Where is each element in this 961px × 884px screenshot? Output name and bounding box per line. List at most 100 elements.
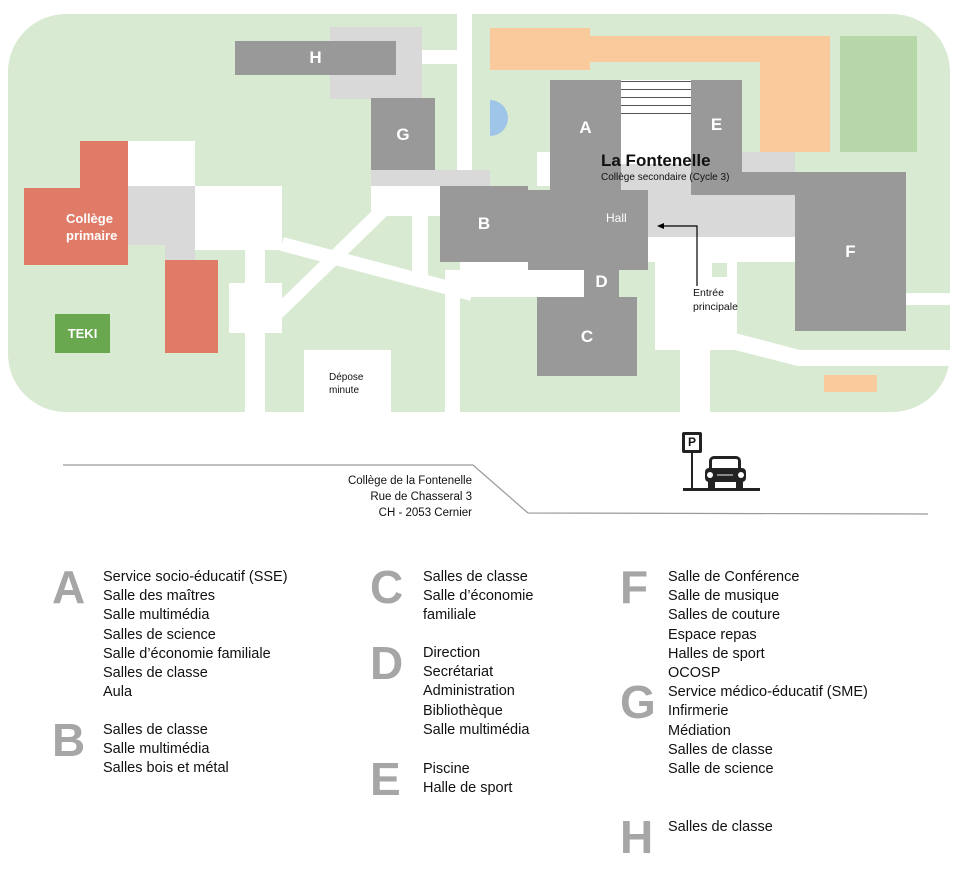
courtyard xyxy=(128,141,195,186)
plaza xyxy=(229,283,282,333)
building-b[interactable]: B xyxy=(440,186,528,262)
legend-letter: D xyxy=(370,637,404,689)
legend-item: Salle des maîtres xyxy=(103,588,216,605)
legend-letter: C xyxy=(370,561,404,613)
path xyxy=(265,202,390,326)
legend-letter: B xyxy=(52,714,86,766)
legend-item: Espace repas xyxy=(668,626,757,643)
sport-area xyxy=(824,375,877,392)
legend-items: Service socio-éducatif (SSE) Salle des ma… xyxy=(103,568,288,702)
legend-item: Salles de classe xyxy=(423,569,528,585)
legend-letter: A xyxy=(52,561,86,613)
legend-item: Halle de sport xyxy=(423,780,513,797)
school-subtitle: Collège secondaire (Cycle 3) xyxy=(601,172,730,183)
sport-field xyxy=(760,36,830,152)
legend-letter: G xyxy=(620,676,656,728)
legend-item: Aula xyxy=(103,684,133,701)
path xyxy=(280,237,474,301)
hall-label: Hall xyxy=(606,211,627,225)
legend-item: Salles de classe xyxy=(668,819,773,835)
road xyxy=(445,270,460,412)
drop-off-area: Dépose minute xyxy=(304,350,391,412)
connector xyxy=(691,172,795,195)
building-f[interactable]: F xyxy=(795,172,906,331)
legend-item: Salle d’économie xyxy=(423,588,534,605)
legend-item: OCOSP xyxy=(668,665,721,681)
legend-item: Salles de classe xyxy=(103,722,208,738)
legend-item: Infirmerie xyxy=(668,703,729,720)
sport-field xyxy=(490,28,590,70)
legend-letter: H xyxy=(620,811,654,863)
legend-item: familiale xyxy=(423,607,477,624)
legend-item: Piscine xyxy=(423,761,470,777)
drop-off-label: Dépose xyxy=(329,372,364,383)
building-h[interactable]: H xyxy=(235,41,396,75)
road xyxy=(422,50,457,64)
building-c[interactable]: C xyxy=(537,297,637,376)
courtyard xyxy=(195,186,282,250)
covered-walkway xyxy=(165,245,195,260)
plaza xyxy=(371,186,441,216)
building-a[interactable]: A xyxy=(550,80,621,190)
covered-walkway xyxy=(128,186,195,245)
legend-items: OCOSP Service médico-éducatif (SME) Infirm… xyxy=(668,664,868,779)
legend-item: Salle multimédia xyxy=(423,721,530,738)
legend-item: Halles de sport xyxy=(668,645,765,662)
legend-item: Salles bois et métal xyxy=(103,760,229,777)
legend-items: Salles de classe xyxy=(668,818,773,837)
legend-item: Salle de musique xyxy=(668,588,780,605)
covered-walkway xyxy=(371,170,490,186)
path xyxy=(412,210,428,275)
legend-item: Salles de science xyxy=(103,626,216,643)
grass-patch xyxy=(712,263,727,277)
courtyard xyxy=(621,152,691,164)
legend-item: Administration xyxy=(423,683,515,700)
legend-item: Salles de couture xyxy=(668,607,781,624)
legend-item: Salles de classe xyxy=(668,741,773,758)
legend-item: Bibliothèque xyxy=(423,702,503,719)
building-g[interactable]: G xyxy=(371,98,435,171)
pool-icon xyxy=(490,100,508,136)
building-d[interactable]: D xyxy=(584,262,619,298)
path xyxy=(906,293,950,305)
connector xyxy=(528,217,550,262)
legend-item: Médiation xyxy=(668,722,731,739)
football-field xyxy=(840,36,917,152)
teki-building[interactable]: TEKI xyxy=(55,314,110,353)
road xyxy=(457,14,472,174)
road xyxy=(680,300,710,412)
legend-item: Salle d’économie familiale xyxy=(103,645,271,662)
street-line xyxy=(63,464,929,515)
legend-letter: E xyxy=(370,753,401,805)
diagonal-paths xyxy=(265,202,950,366)
building-e[interactable]: E xyxy=(691,80,742,172)
legend-item: Secrétariat xyxy=(423,664,494,681)
school-title: La Fontenelle xyxy=(601,151,711,170)
legend-item: Salle de science xyxy=(668,761,774,778)
path xyxy=(735,333,950,366)
legend-item: Salle multimédia xyxy=(103,741,210,758)
legend-item: Salles de classe xyxy=(103,665,208,682)
parking-sign: P xyxy=(685,435,699,450)
stairs xyxy=(621,80,691,160)
drop-off-label: minute xyxy=(329,385,360,396)
legend-item: Service socio-éducatif (SSE) xyxy=(103,569,288,585)
legend-letter: F xyxy=(620,561,649,613)
primary-school-wing xyxy=(80,141,128,191)
path xyxy=(537,152,550,186)
primary-school-annex xyxy=(165,260,218,353)
entrance-arrow-icon xyxy=(657,223,698,286)
legend-item: Direction xyxy=(423,645,481,661)
legend-item: Service médico-éducatif (SME) xyxy=(668,684,868,701)
plaza xyxy=(648,237,795,262)
legend-item: Salle multimédia xyxy=(103,607,210,624)
legend-item: Salle de Conférence xyxy=(668,569,800,585)
